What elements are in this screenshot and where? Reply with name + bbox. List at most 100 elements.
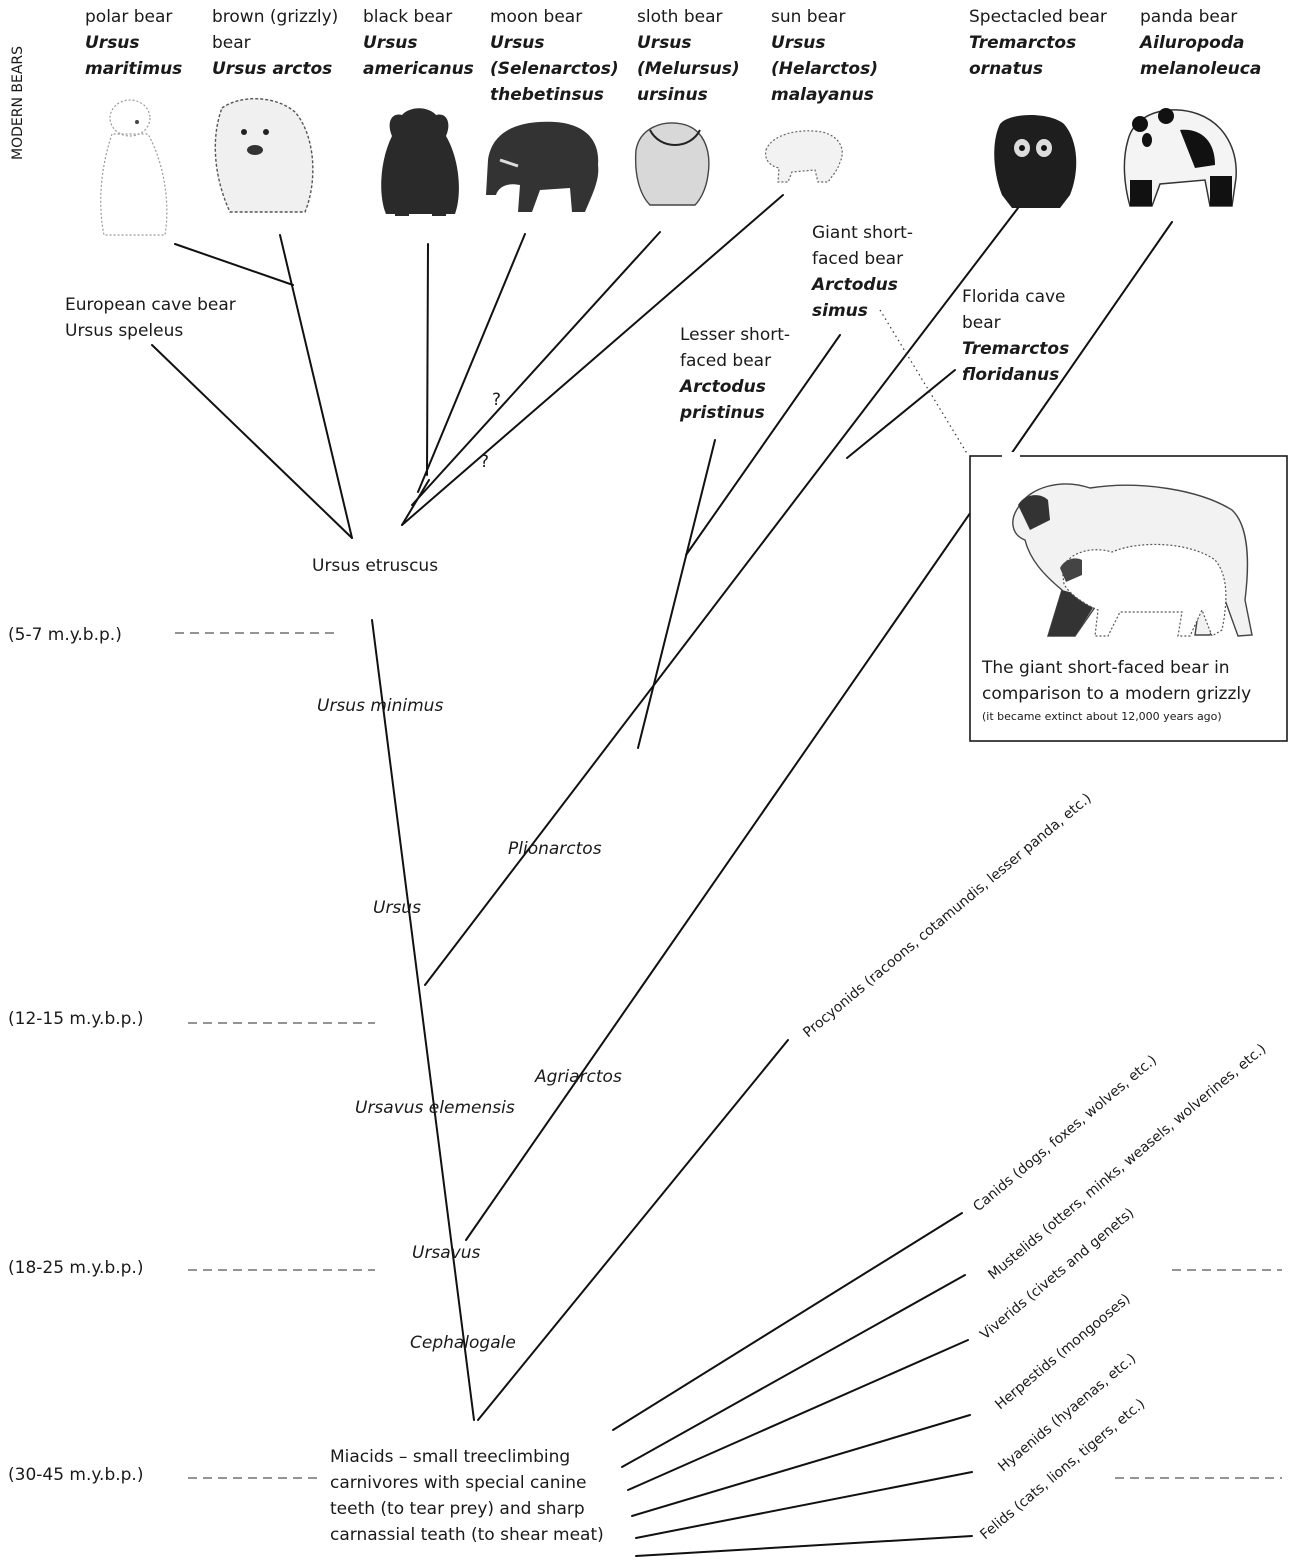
species-latin-name: americanus xyxy=(363,59,474,79)
uncertain-marker: ? xyxy=(480,452,489,472)
fossil-latin: pristinus xyxy=(679,403,765,423)
fossil-label: bear xyxy=(962,313,1001,333)
miacids-line: carnivores with special canine xyxy=(330,1473,586,1493)
branch-procyonids xyxy=(478,1040,788,1420)
species-common-name: bear xyxy=(212,33,251,53)
species-common-name: sloth bear xyxy=(637,7,722,27)
fossil-latin: simus xyxy=(812,301,868,321)
species-common-name: brown (grizzly) xyxy=(212,7,338,27)
polar-bear-icon xyxy=(101,100,167,235)
time-mark-label: (5-7 m.y.b.p.) xyxy=(8,625,122,645)
species-latin-name: Tremarctos xyxy=(969,33,1076,53)
node-ursavus-elemensis: Ursavus elemensis xyxy=(355,1098,515,1118)
species-latin-name: Ursus xyxy=(637,33,692,53)
species-latin-name: ursinus xyxy=(637,85,708,105)
fossil-giant-short-faced-bear: Giant short- faced bear Arctodus simus xyxy=(810,223,913,321)
family-procyonids-label: Procyonids (racoons, cotamundis, lesser … xyxy=(800,790,1094,1041)
species-latin-name: Ursus xyxy=(363,33,418,53)
species-panda-bear: panda bear Ailuropoda melanoleuca xyxy=(1138,7,1261,79)
species-polar-bear: polar bear Ursus maritimus xyxy=(85,7,182,79)
node-ursus: Ursus xyxy=(373,898,421,918)
node-cephalogale: Cephalogale xyxy=(410,1333,516,1353)
species-brown-bear: brown (grizzly) bear Ursus arctos xyxy=(212,7,338,79)
fossil-lesser-short-faced-bear: Lesser short- faced bear Arctodus pristi… xyxy=(678,325,790,423)
species-latin-name: Ursus xyxy=(771,33,826,53)
node-agriarctos: Agriarctos xyxy=(534,1067,622,1087)
fossil-european-cave-bear: European cave bear Ursus speleus xyxy=(65,295,236,341)
branch-ursus-trunk xyxy=(372,620,474,1420)
inset-caption: comparison to a modern grizzly xyxy=(982,684,1251,704)
branch-european-cave-bear xyxy=(152,345,352,538)
family-canids-label: Canids (dogs, foxes, wolves, etc.) xyxy=(970,1052,1160,1215)
panda-bear-icon xyxy=(1124,108,1236,206)
node-ursavus: Ursavus xyxy=(412,1243,481,1263)
fossil-latin: Arctodus xyxy=(810,275,898,295)
phylogeny-branches xyxy=(152,195,1172,1556)
species-latin-name: Ursus xyxy=(490,33,545,53)
fossil-label: faced bear xyxy=(812,249,903,269)
branch-felids xyxy=(636,1536,972,1556)
fossil-label: Florida cave xyxy=(962,287,1066,307)
time-mark-label: (12-15 m.y.b.p.) xyxy=(8,1009,143,1029)
branch-brown-bear xyxy=(280,235,352,538)
species-common-name: moon bear xyxy=(490,7,582,27)
miacids-label: Miacids – small treeclimbing carnivores … xyxy=(330,1447,604,1545)
fossil-label: Lesser short- xyxy=(680,325,790,345)
branch-black-bear xyxy=(427,244,428,475)
species-latin-name: maritimus xyxy=(85,59,182,79)
fossil-florida-cave-bear: Florida cave bear Tremarctos floridanus xyxy=(962,287,1069,385)
species-latin-name: (Melursus) xyxy=(637,59,740,79)
modern-bears-label: MODERN BEARS xyxy=(10,46,26,160)
moon-bear-icon xyxy=(486,122,598,212)
inset-note: (it became extinct about 12,000 years ag… xyxy=(982,710,1222,723)
branch-canids xyxy=(613,1213,962,1430)
brown-bear-icon xyxy=(215,99,313,212)
species-black-bear: black bear Ursus americanus xyxy=(363,7,474,79)
inset-panel: The giant short-faced bear in comparison… xyxy=(970,452,1287,741)
fossil-label: Ursus speleus xyxy=(65,321,183,341)
species-latin-name: malayanus xyxy=(771,85,874,105)
species-moon-bear: moon bear Ursus (Selenarctos) thebetinsu… xyxy=(490,7,619,105)
branch-viverids xyxy=(628,1340,968,1490)
miacids-line: teeth (to tear prey) and sharp xyxy=(330,1499,585,1519)
branch-hyaenids xyxy=(636,1472,972,1538)
fossil-label: European cave bear xyxy=(65,295,236,315)
inset-caption: The giant short-faced bear in xyxy=(981,658,1230,678)
species-latin-name: Ailuropoda xyxy=(1138,33,1244,53)
species-common-name: sun bear xyxy=(771,7,845,27)
species-sloth-bear: sloth bear Ursus (Melursus) ursinus xyxy=(637,7,740,105)
species-latin-name: Ursus xyxy=(85,33,140,53)
time-mark-label: (18-25 m.y.b.p.) xyxy=(8,1258,143,1278)
sloth-bear-icon xyxy=(636,123,709,205)
species-common-name: black bear xyxy=(363,7,452,27)
fossil-latin: Tremarctos xyxy=(962,339,1069,359)
branch-florida-cave-bear xyxy=(847,370,955,458)
sun-bear-icon xyxy=(766,131,843,182)
species-latin-name: melanoleuca xyxy=(1140,59,1261,79)
branch-polar-bear xyxy=(175,244,293,285)
branch-lesser-short-faced-bear xyxy=(638,440,715,748)
fossil-label: Giant short- xyxy=(812,223,913,243)
fossil-label: faced bear xyxy=(680,351,771,371)
miacids-line: Miacids – small treeclimbing xyxy=(330,1447,570,1467)
species-sun-bear: sun bear Ursus (Helarctos) malayanus xyxy=(771,7,878,105)
spectacled-bear-icon xyxy=(994,115,1076,208)
branch-sloth-bear xyxy=(412,232,660,505)
miacids-line: carnassial teath (to shear meat) xyxy=(330,1525,604,1545)
species-common-name: polar bear xyxy=(85,7,172,27)
node-plionarctos: Plionarctos xyxy=(508,839,602,859)
node-ursus-minimus: Ursus minimus xyxy=(317,696,443,716)
uncertain-marker: ? xyxy=(492,390,501,410)
time-mark-label: (30-45 m.y.b.p.) xyxy=(8,1465,143,1485)
species-latin-name: (Helarctos) xyxy=(771,59,878,79)
fossil-latin: Arctodus xyxy=(678,377,766,397)
black-bear-icon xyxy=(381,108,459,216)
species-spectacled-bear: Spectacled bear Tremarctos ornatus xyxy=(969,7,1107,79)
species-latin-name: ornatus xyxy=(969,59,1043,79)
carnivore-families: Procyonids (racoons, cotamundis, lesser … xyxy=(800,790,1269,1543)
fossil-latin: floridanus xyxy=(962,365,1059,385)
node-ursus-etruscus: Ursus etruscus xyxy=(312,556,438,576)
species-common-name: Spectacled bear xyxy=(969,7,1107,27)
branch-moon-bear xyxy=(418,234,525,492)
